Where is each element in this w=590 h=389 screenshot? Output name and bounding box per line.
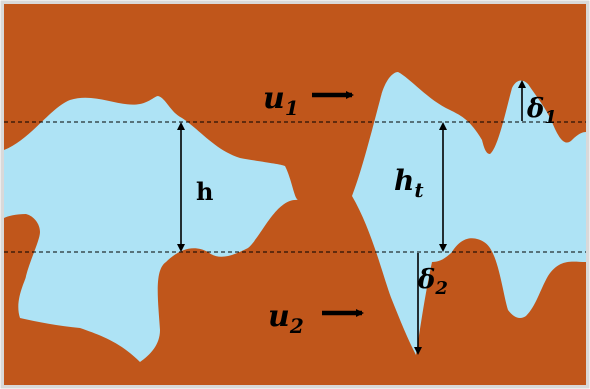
delta2-label: δ2: [417, 265, 448, 299]
u2-label: u2: [268, 299, 304, 338]
ht-label: ht: [394, 164, 424, 202]
h-label: h: [196, 177, 213, 206]
fluid-gap-left: [4, 96, 298, 362]
fluid-gap-right: [352, 72, 586, 355]
delta1-label: δ1: [526, 94, 557, 128]
u1-label: u1: [263, 81, 299, 120]
